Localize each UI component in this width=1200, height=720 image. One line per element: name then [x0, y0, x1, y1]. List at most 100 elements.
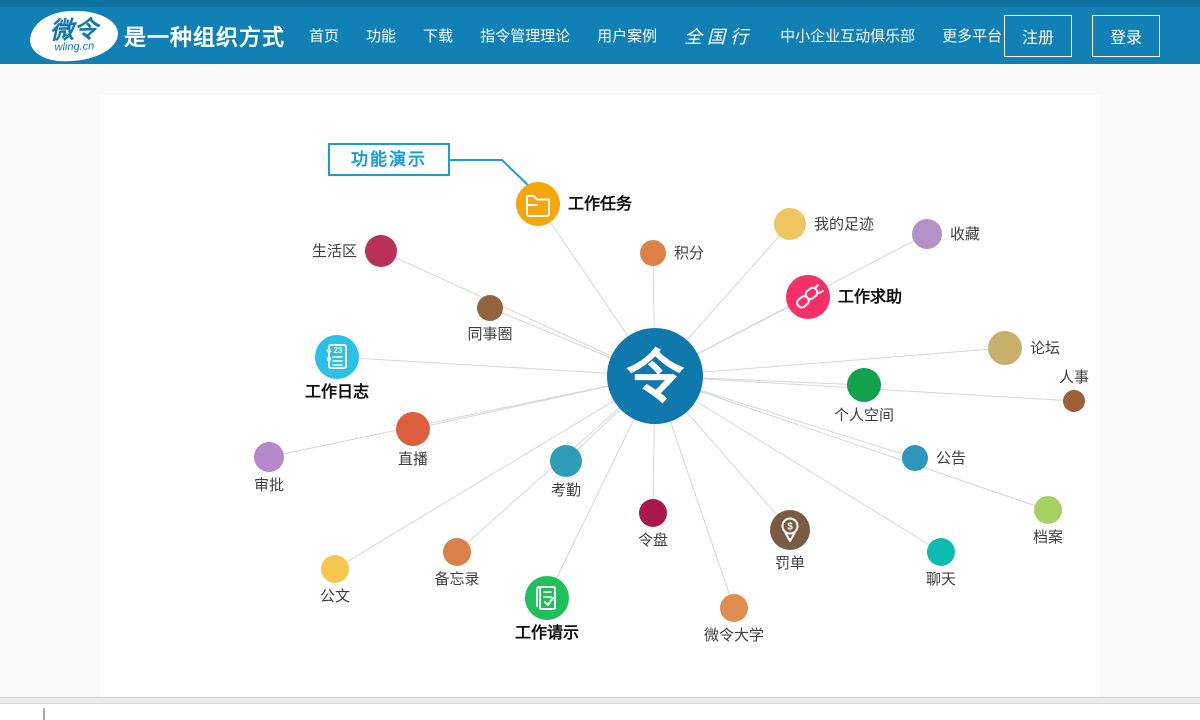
node-circle-approval[interactable]: [254, 442, 284, 472]
nav-item-sme-club[interactable]: 中小企业互动俱乐部: [780, 28, 916, 45]
hub-glyph: 令: [626, 345, 685, 410]
connector-line: [334, 375, 656, 570]
node-circle-work-request[interactable]: [525, 576, 569, 620]
node-label-work-help: 工作求助: [838, 287, 902, 306]
diagram-node-forum[interactable]: 论坛: [988, 331, 1060, 365]
diagram-node-my-footprints[interactable]: 我的足迹: [774, 208, 874, 240]
content-panel: [100, 95, 1100, 697]
hub-node-ling[interactable]: 令: [607, 328, 703, 424]
login-button[interactable]: 登录: [1091, 14, 1160, 57]
node-label-hr: 人事: [1059, 369, 1089, 386]
page-bottom-area: [0, 704, 1200, 720]
node-label-live-stream: 直播: [398, 451, 428, 468]
diagram-node-work-task[interactable]: 工作任务: [516, 182, 633, 226]
callout-connector-line: [450, 159, 533, 190]
logo-domain: wling.cn: [54, 39, 95, 53]
main-nav: 首页 功能 下载 指令管理理论 用户案例 全国行 中小企业互动俱乐部 更多平台: [309, 23, 1002, 49]
node-circle-archives[interactable]: [1034, 496, 1062, 524]
node-label-chat: 聊天: [926, 571, 956, 588]
node-circle-official-docs[interactable]: [321, 555, 349, 583]
diagram-node-archives[interactable]: 档案: [1033, 496, 1063, 546]
diagram-node-work-help[interactable]: 工作求助: [786, 275, 902, 319]
node-label-my-footprints: 我的足迹: [814, 216, 874, 233]
diagram-node-life-zone[interactable]: 生活区: [312, 235, 397, 267]
nav-item-user-cases[interactable]: 用户案例: [597, 28, 658, 45]
node-circle-attendance[interactable]: [550, 445, 582, 477]
node-circle-memo[interactable]: [443, 538, 471, 566]
node-label-forum: 论坛: [1030, 340, 1060, 357]
nav-item-command-theory[interactable]: 指令管理理论: [480, 28, 571, 45]
diagram-node-favorites[interactable]: 收藏: [912, 219, 980, 249]
doc-check-icon: [536, 586, 556, 610]
node-label-fines: 罚单: [775, 555, 805, 572]
diagram-node-fines[interactable]: $ 罚单: [770, 510, 810, 572]
nav-item-download[interactable]: 下载: [423, 28, 454, 45]
diagram-node-work-request[interactable]: 工作请示: [515, 576, 579, 642]
node-label-work-request: 工作请示: [515, 623, 579, 642]
nav-item-features[interactable]: 功能: [366, 28, 397, 45]
diagram-node-attendance[interactable]: 考勤: [550, 445, 582, 499]
diagram-node-colleague-circle[interactable]: 同事圈: [467, 295, 513, 343]
connector-line: [336, 356, 656, 377]
svg-text:$: $: [787, 522, 793, 533]
node-label-announcements: 公告: [936, 450, 966, 467]
dollar-pin-icon: $: [781, 517, 799, 542]
nav-item-more-platforms[interactable]: 更多平台: [942, 28, 1003, 45]
connector-line: [654, 375, 1049, 511]
node-circle-work-task[interactable]: [516, 182, 560, 226]
diagram-node-memo[interactable]: 备忘录: [434, 538, 480, 588]
site-logo[interactable]: 微令 wling.cn: [29, 8, 119, 63]
top-navigation-bar: 微令 wling.cn 是一种组织方式 首页功能下载指令管理理论用户案例全国行中…: [0, 0, 1200, 64]
diagram-node-personal-space[interactable]: 个人空间: [834, 368, 894, 424]
node-circle-points[interactable]: [640, 240, 666, 266]
diagram-node-announcements[interactable]: 公告: [902, 445, 966, 471]
diagram-node-approval[interactable]: 审批: [254, 442, 284, 494]
node-circle-my-footprints[interactable]: [774, 208, 806, 240]
hub-circle[interactable]: [607, 328, 703, 424]
node-circle-favorites[interactable]: [912, 219, 942, 249]
node-circle-fines[interactable]: [770, 510, 810, 550]
node-label-approval: 审批: [254, 477, 284, 494]
node-circle-hr[interactable]: [1063, 390, 1085, 412]
connector-line: [654, 375, 942, 553]
node-circle-life-zone[interactable]: [365, 235, 397, 267]
diagram-node-wling-university[interactable]: 微令大学: [704, 594, 764, 644]
node-circle-ling-disk[interactable]: [639, 499, 667, 527]
connector-line: [268, 375, 656, 458]
folder-icon: [526, 195, 550, 217]
connector-line: [380, 250, 656, 377]
node-circle-chat[interactable]: [927, 538, 955, 566]
nav-item-home[interactable]: 首页: [309, 28, 340, 45]
scrollbar-thumb-marker: [43, 708, 45, 720]
nav-item-national-tour[interactable]: 全国行: [684, 26, 754, 47]
node-circle-forum[interactable]: [988, 331, 1022, 365]
node-label-life-zone: 生活区: [312, 243, 357, 260]
register-button[interactable]: 注册: [1003, 14, 1072, 57]
node-label-wling-university: 微令大学: [704, 627, 764, 644]
node-label-memo: 备忘录: [434, 571, 479, 588]
diagram-node-hr[interactable]: 人事: [1059, 369, 1089, 412]
node-circle-announcements[interactable]: [902, 445, 928, 471]
node-circle-colleague-circle[interactable]: [477, 295, 503, 321]
feature-demo-callout[interactable]: 功能演示: [328, 143, 450, 176]
node-label-attendance: 考勤: [551, 482, 581, 499]
diagram-node-ling-disk[interactable]: 令盘: [638, 499, 668, 549]
node-label-ling-disk: 令盘: [638, 531, 668, 549]
diagram-node-live-stream[interactable]: 直播: [396, 412, 430, 468]
node-circle-wling-university[interactable]: [720, 594, 748, 622]
handshake-icon: [796, 284, 824, 309]
horizontal-scrollbar-track[interactable]: [0, 697, 1200, 704]
node-label-personal-space: 个人空间: [834, 407, 894, 424]
logo-title: 微令: [49, 15, 99, 44]
diagram-node-chat[interactable]: 聊天: [926, 538, 956, 588]
auth-buttons: 注册 登录: [1003, 14, 1160, 57]
diagram-node-official-docs[interactable]: 公文: [320, 555, 350, 605]
node-label-colleague-circle: 同事圈: [467, 326, 512, 343]
diagram-node-points[interactable]: 积分: [640, 240, 704, 266]
node-circle-live-stream[interactable]: [396, 412, 430, 446]
node-label-work-journal: 工作日志: [305, 382, 369, 401]
node-circle-personal-space[interactable]: [847, 368, 881, 402]
